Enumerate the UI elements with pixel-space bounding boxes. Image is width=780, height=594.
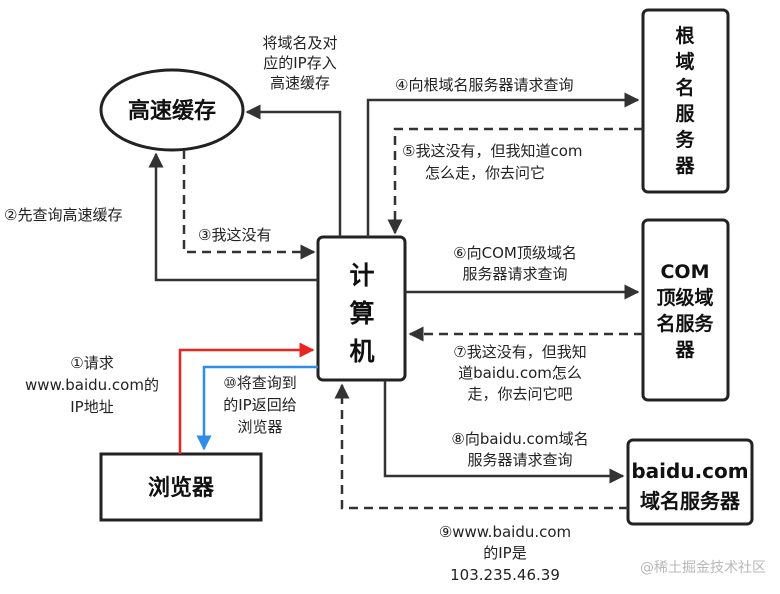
note-store-cache: 将域名及对 应的IP存入 高速缓存 (262, 34, 337, 92)
root-label-line-4: 服 (675, 103, 695, 125)
arrow-ask-root (366, 92, 640, 237)
note-ask-baidu-line-2: 服务器请求查询 (467, 451, 572, 469)
computer-label-line-1: 计 (349, 261, 374, 290)
note-com-reply-line-2: 道baidu.com怎么 (458, 364, 582, 382)
note-baidu-reply-line-2: 的IP是 (483, 544, 526, 562)
cache-node: 高速缓存 (99, 68, 245, 152)
note-baidu-reply-line-1: ⑨www.baidu.com (439, 523, 571, 541)
computer-label-line-2: 算 (349, 299, 374, 328)
arrow-browser-request (178, 342, 315, 454)
note-baidu-reply-line-3: 103.235.46.39 (450, 566, 560, 584)
arrow-baidu-reply (334, 383, 628, 510)
browser-node: 浏览器 (99, 452, 263, 522)
baidu-server-node: baidu.com 域名服务器 (626, 438, 754, 526)
note-root-reply-line-1: ⑤我这没有，但我知道com (402, 142, 582, 160)
note-browser-request-line-3: IP地址 (70, 398, 113, 416)
arrow-root-reply (387, 127, 643, 235)
com-label-line-3: 名服务 (656, 312, 714, 335)
computer-label-line-3: 机 (349, 337, 374, 366)
note-com-reply-line-3: 走，你去问它吧 (467, 385, 572, 403)
note-com-reply: ⑦我这没有，但我知 道baidu.com怎么 走，你去问它吧 (453, 343, 586, 403)
note-store-cache-line-1: 将域名及对 (262, 34, 337, 52)
note-ask-baidu: ⑧向baidu.com域名 服务器请求查询 (451, 430, 588, 469)
com-label-line-1: COM (660, 261, 709, 283)
note-ask-com-line-2: 服务器请求查询 (462, 265, 567, 283)
note-com-reply-line-1: ⑦我这没有，但我知 (453, 343, 586, 361)
com-server-node: COM 顶级域 名服务 器 (641, 218, 730, 402)
root-server-node: 根 域 名 服 务 器 (641, 8, 730, 194)
note-root-reply-line-2: 怎么走，你去问它 (425, 164, 545, 182)
arrow-return-ip (196, 365, 318, 451)
note-ask-com-line-1: ⑥向COM顶级域名 (453, 244, 577, 262)
root-label-line-6: 器 (674, 155, 695, 177)
note-return-ip-line-1: ⑩将查询到 (223, 374, 296, 392)
arrow-query-cache (148, 152, 318, 282)
note-return-ip-line-2: 的IP返回给 (223, 396, 296, 414)
note-store-cache-line-3: 高速缓存 (270, 74, 330, 92)
computer-node: 计 算 机 (316, 235, 407, 382)
arrow-cache-none (182, 150, 316, 260)
com-label-line-4: 器 (674, 339, 695, 361)
arrow-store-cache (245, 104, 342, 237)
cache-label: 高速缓存 (128, 98, 216, 124)
watermark: @稀土掘金技术社区 (640, 560, 766, 576)
note-return-ip-line-3: 浏览器 (237, 418, 282, 436)
note-cache-none: ③我这没有 (198, 226, 271, 244)
note-ask-com: ⑥向COM顶级域名 服务器请求查询 (453, 244, 577, 283)
note-return-ip: ⑩将查询到 的IP返回给 浏览器 (223, 374, 296, 436)
root-label-line-2: 域 (675, 50, 694, 73)
note-query-cache: ②先查询高速缓存 (4, 206, 122, 224)
root-label-line-3: 名 (675, 76, 694, 99)
note-browser-request: ①请求 www.baidu.com的 IP地址 (25, 354, 159, 416)
note-ask-baidu-line-1: ⑧向baidu.com域名 (451, 430, 588, 448)
note-store-cache-line-2: 应的IP存入 (263, 54, 336, 72)
note-browser-request-line-1: ①请求 (70, 354, 113, 372)
arrow-ask-baidu (383, 380, 625, 484)
note-baidu-reply: ⑨www.baidu.com 的IP是 103.235.46.39 (439, 523, 571, 584)
com-label-line-2: 顶级域 (656, 286, 713, 309)
root-label-line-5: 务 (675, 128, 695, 151)
browser-label: 浏览器 (148, 475, 215, 501)
note-ask-root: ④向根域名服务器请求查询 (395, 76, 573, 94)
note-browser-request-line-2: www.baidu.com的 (25, 376, 159, 394)
baidu-label-line-2: 域名服务器 (640, 489, 741, 513)
root-label-line-1: 根 (675, 24, 694, 47)
baidu-label-line-1: baidu.com (631, 459, 748, 483)
note-root-reply: ⑤我这没有，但我知道com 怎么走，你去问它 (402, 142, 582, 182)
